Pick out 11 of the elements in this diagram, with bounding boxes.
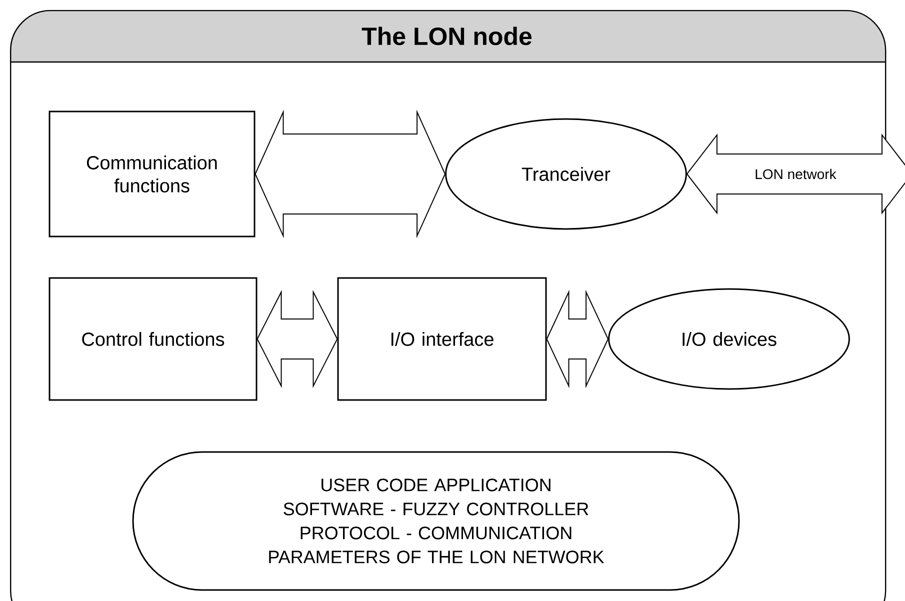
process-box: I/O interface — [337, 277, 547, 401]
process-box: Control functions — [48, 277, 258, 401]
edge-label: LON network — [754, 168, 838, 180]
rounded-box: USER CODE APPLICATION SOFTWARE - FUZZY CONTROLLER PROTOCOL - COMMUNICATION PARAMETERS OF THE LON NETWORK — [132, 451, 740, 591]
block-arrow — [686, 134, 905, 214]
ellipse-node: I/O devices — [608, 288, 850, 390]
block-arrow — [254, 110, 446, 238]
process-box: Communication functions — [48, 110, 256, 238]
block-arrow — [256, 290, 338, 388]
ellipse-node: Tranceiver — [445, 118, 687, 230]
block-arrow — [546, 290, 609, 388]
